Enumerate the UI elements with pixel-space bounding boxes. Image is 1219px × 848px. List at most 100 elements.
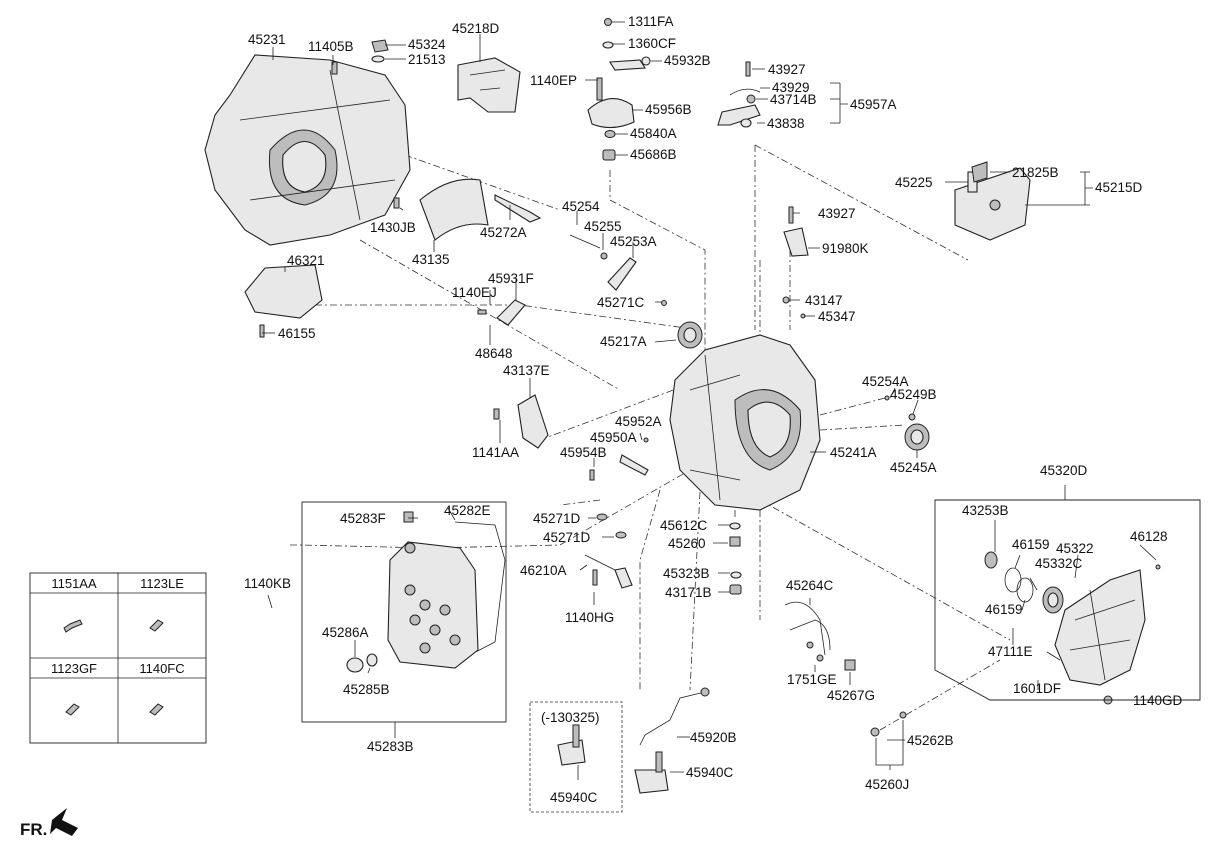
leader-lines	[262, 21, 1157, 780]
part-45245A-oil-seal	[884, 395, 930, 451]
label-45271C: 45271C	[597, 295, 645, 310]
label-1140KB: 1140KB	[244, 576, 291, 591]
label-45264C: 45264C	[786, 578, 834, 593]
part-45950A-detent	[589, 437, 649, 481]
label-47111E: 47111E	[988, 644, 1033, 659]
legend-header-1123LE: 1123LE	[140, 576, 184, 591]
part-number-labels: 45231 11405B 45324 21513 45218D 1311FA 1…	[244, 14, 1183, 805]
fr-arrow-icon	[50, 808, 78, 836]
label-45324: 45324	[408, 37, 446, 52]
bolt-icon-1151AA	[63, 619, 83, 633]
part-43135-oil-guide	[393, 178, 542, 241]
label-43147: 43147	[805, 293, 843, 308]
label-1751GE: 1751GE	[787, 672, 837, 687]
label-46321: 46321	[287, 253, 325, 268]
label-21513: 21513	[408, 52, 446, 67]
label-43253B: 43253B	[962, 503, 1009, 518]
label-43927-mid: 43927	[818, 206, 856, 221]
legend-header-1151AA: 1151AA	[51, 576, 97, 591]
label-46155: 46155	[278, 326, 316, 341]
label-45253A: 45253A	[610, 234, 657, 249]
label-45286A: 45286A	[322, 625, 369, 640]
label-46128: 46128	[1130, 529, 1168, 544]
label-45217A: 45217A	[600, 334, 647, 349]
side-cover-group-box	[934, 499, 1201, 701]
label-45931F: 45931F	[488, 271, 534, 286]
part-46210A-linkage	[584, 513, 633, 589]
label-45940C-variant: 45940C	[550, 790, 598, 805]
legend-header-1140FC: 1140FC	[139, 661, 184, 676]
label-45323B: 45323B	[663, 566, 710, 581]
part-45241A-transaxle-case	[669, 334, 821, 511]
part-45931F-bracket	[477, 299, 526, 326]
front-direction-label: FR.	[20, 820, 47, 839]
part-45282E-oil-pan-assembly	[346, 511, 506, 673]
part-45322-side-cover	[1054, 569, 1146, 705]
label-45956B: 45956B	[645, 102, 692, 117]
part-91980K-bracket	[783, 206, 809, 257]
part-45264C-oil-pipe	[784, 601, 856, 671]
label-11405B: 11405B	[308, 39, 354, 54]
part-45940C-sensor-alt	[557, 724, 586, 766]
label-43714B: 43714B	[770, 92, 817, 107]
label-45241A: 45241A	[830, 445, 877, 460]
label-45950A: 45950A	[590, 430, 637, 445]
part-45262B-bolts	[870, 711, 907, 737]
label-45612C: 45612C	[660, 518, 708, 533]
label-45940C-main: 45940C	[686, 765, 734, 780]
oil-pan-group-box	[301, 501, 507, 723]
label-43171B: 43171B	[665, 585, 712, 600]
label-1140HG: 1140HG	[565, 610, 614, 625]
label-45249B: 45249B	[890, 387, 937, 402]
part-45323B-plugs	[729, 522, 742, 595]
label-45332C: 45332C	[1035, 556, 1083, 571]
part-43253B-seals	[984, 551, 1161, 614]
part-45957A-sensor-assembly	[717, 61, 761, 128]
label-45231: 45231	[248, 32, 286, 47]
label-48648: 48648	[475, 346, 513, 361]
label-130325: (-130325)	[541, 710, 600, 725]
label-45952A: 45952A	[615, 414, 662, 429]
label-45283B: 45283B	[367, 739, 414, 754]
label-45245A: 45245A	[890, 460, 937, 475]
label-43137E: 43137E	[503, 363, 550, 378]
label-1601DF: 1601DF	[1013, 681, 1061, 696]
label-45322: 45322	[1056, 541, 1094, 556]
label-45267G: 45267G	[827, 688, 875, 703]
label-91980K: 91980K	[822, 241, 869, 256]
label-45225: 45225	[895, 175, 933, 190]
label-45840A: 45840A	[630, 126, 677, 141]
label-45686B: 45686B	[630, 147, 677, 162]
part-45956B-control-lever	[587, 18, 651, 161]
label-43135: 43135	[412, 252, 450, 267]
label-45285B: 45285B	[343, 682, 390, 697]
label-45215D: 45215D	[1095, 180, 1143, 195]
label-43929: 43929	[772, 80, 810, 95]
label-43838: 43838	[767, 116, 805, 131]
label-1141AA: 1141AA	[472, 445, 519, 460]
part-45253A-lever	[569, 234, 667, 306]
part-43137E-cover	[493, 394, 549, 449]
part-45231-converter-housing	[204, 54, 411, 246]
part-45215D-bracket	[954, 161, 1031, 241]
label-1140GD: 1140GD	[1133, 693, 1183, 708]
label-45272A: 45272A	[480, 225, 527, 240]
label-45254: 45254	[562, 199, 600, 214]
label-45254A: 45254A	[862, 374, 909, 389]
part-45218D-bracket	[457, 57, 521, 113]
part-46321-oil-strainer	[244, 264, 323, 338]
label-45218D: 45218D	[452, 21, 500, 36]
label-1430JB: 1430JB	[370, 220, 416, 235]
part-45324-plug	[331, 39, 389, 75]
label-21825B: 21825B	[1012, 165, 1059, 180]
label-1360CF: 1360CF	[628, 36, 676, 51]
fastener-legend-table: 1151AA 1123LE 1123GF 1140FC	[29, 572, 207, 744]
label-45320D: 45320D	[1040, 463, 1088, 478]
label-1140EJ: 1140EJ	[452, 285, 497, 300]
label-45932B: 45932B	[664, 53, 711, 68]
bolt-icon-1140FC	[149, 703, 164, 716]
bolt-icon-1123GF	[65, 703, 80, 716]
variant-box-130325	[529, 701, 623, 813]
label-46210A: 46210A	[520, 563, 567, 578]
